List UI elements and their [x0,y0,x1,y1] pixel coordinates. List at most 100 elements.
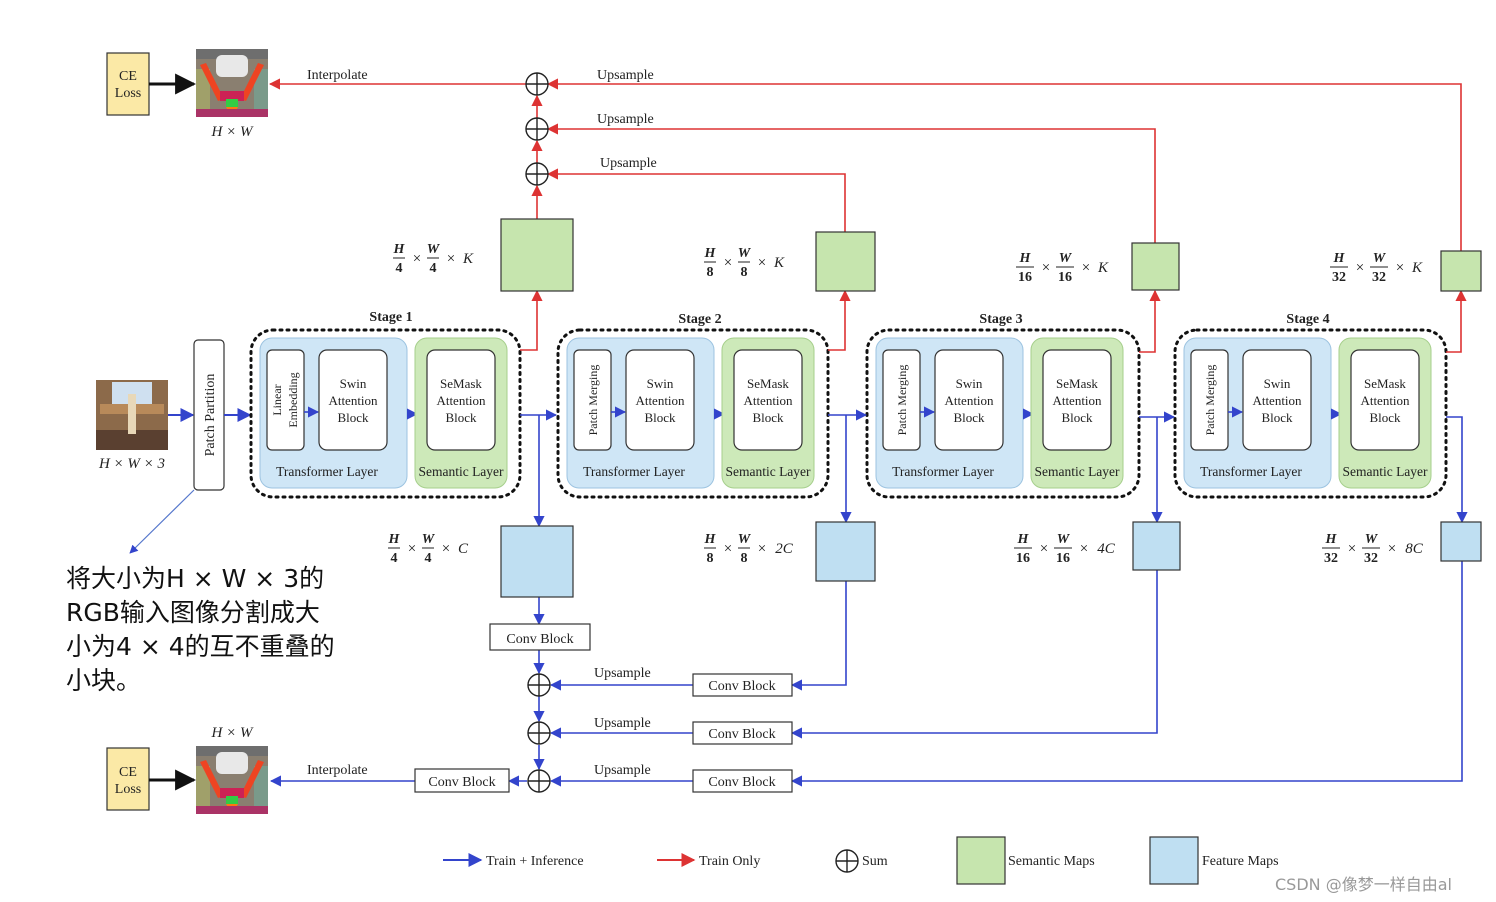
svg-text:×: × [447,251,455,267]
svg-text:K: K [773,255,785,271]
feature-map-size-label: H4×W4×C [388,532,469,566]
svg-text:H: H [393,242,406,257]
svg-text:W: W [1059,251,1073,266]
transformer-layer-label: Transformer Layer [583,464,685,479]
transformer-layer-label: Transformer Layer [1200,464,1302,479]
segmentation-output-bottom [196,746,268,814]
conv-block-stage-3 [692,721,793,745]
svg-text:×: × [408,541,416,557]
interpolate-label-top: Interpolate [307,68,368,83]
semask-block-label: SeMask [440,376,482,391]
semask-block-label: Block [1061,410,1093,425]
upsample-label: Upsample [594,666,651,681]
svg-text:K: K [1097,260,1109,276]
swin-block-label: Attention [944,393,994,408]
svg-text:W: W [422,532,436,547]
first-block-label: Patch Merging [586,365,600,436]
ce-loss-line1: CE [119,69,137,84]
svg-text:W: W [427,242,441,257]
svg-text:×: × [1348,541,1356,557]
swin-attention-block [625,349,695,451]
semask-block-label: Attention [1360,393,1410,408]
svg-text:16: 16 [1016,551,1030,566]
svg-text:×: × [1042,260,1050,276]
transformer-layer-label: Transformer Layer [276,464,378,479]
upsample-label: Upsample [597,112,654,127]
semask-block-label: SeMask [747,376,789,391]
swin-block-label: Swin [340,376,367,391]
svg-text:×: × [758,541,766,557]
swin-block-label: Attention [1252,393,1302,408]
svg-text:8C: 8C [1405,541,1424,557]
svg-text:W: W [1373,251,1387,266]
feature-map-stage-2 [815,521,876,582]
svg-text:H: H [1333,251,1346,266]
svg-text:CE: CE [119,765,137,780]
svg-text:×: × [1080,541,1088,557]
semask-block-label: Block [1369,410,1401,425]
svg-text:×: × [724,255,732,271]
svg-text:×: × [1388,541,1396,557]
first-block-label: Embedding [286,372,300,427]
conv-block-label: Conv Block [428,775,495,790]
stage-title: Stage 1 [369,310,412,325]
upsample-label: Upsample [597,68,654,83]
semantic-map-size-label: H4×W4×K [393,242,474,276]
semask-attention-block [426,349,496,451]
svg-text:H: H [1019,251,1032,266]
sum-node [525,117,549,141]
svg-text:Loss: Loss [115,782,141,797]
conv-block-label: Conv Block [708,727,775,742]
conv-block-stage-4 [692,769,793,793]
ce-loss-top: CE Loss [106,52,150,116]
svg-text:K: K [462,251,474,267]
svg-text:×: × [1040,541,1048,557]
svg-text:H: H [1017,532,1030,547]
swin-block-label: Attention [328,393,378,408]
svg-text:×: × [413,251,421,267]
svg-text:×: × [1356,260,1364,276]
input-size-label: H × W × 3 [98,456,165,472]
svg-text:W: W [738,246,752,261]
stage-border [249,328,522,499]
semask-block-label: Attention [436,393,486,408]
legend-sum-icon [835,849,859,873]
stage-title: Stage 2 [678,312,721,327]
feature-map-size-label: H8×W8×2C [704,532,794,566]
sum-node [527,673,551,697]
legend-feature-maps: Feature Maps [1202,854,1279,869]
semask-block-label: SeMask [1364,376,1406,391]
semantic-map-stage-2 [815,231,876,292]
legend-train-inference: Train + Inference [486,854,584,869]
swin-attention-block [1242,349,1312,451]
semask-attention-block [1350,349,1420,451]
input-image [96,380,168,450]
patch-merging-block [1190,349,1229,451]
sum-node [527,721,551,745]
stage-border [556,328,830,499]
feature-maps [500,521,1482,598]
svg-text:×: × [724,541,732,557]
semask-attention-block [1042,349,1112,451]
feature-map-stage-4 [1440,521,1482,562]
swin-block-label: Block [1261,410,1293,425]
swin-block-label: Swin [1264,376,1291,391]
semantic-map-size-label: H8×W8×K [704,246,785,280]
semantic-layer-label: Semantic Layer [1342,464,1428,479]
linear-embedding-block [266,349,305,451]
swin-attention-block [318,349,388,451]
svg-text:8: 8 [707,551,714,566]
svg-text:H: H [1325,532,1338,547]
conv-block-stage-2 [692,673,793,697]
conv-block-stage-1 [489,623,591,651]
sum-node [525,72,549,96]
patch-partition-label: Patch Partition [203,374,218,457]
stage-title: Stage 4 [1286,312,1329,327]
svg-text:4: 4 [391,551,398,566]
swin-block-label: Attention [635,393,685,408]
swin-block-label: Swin [956,376,983,391]
